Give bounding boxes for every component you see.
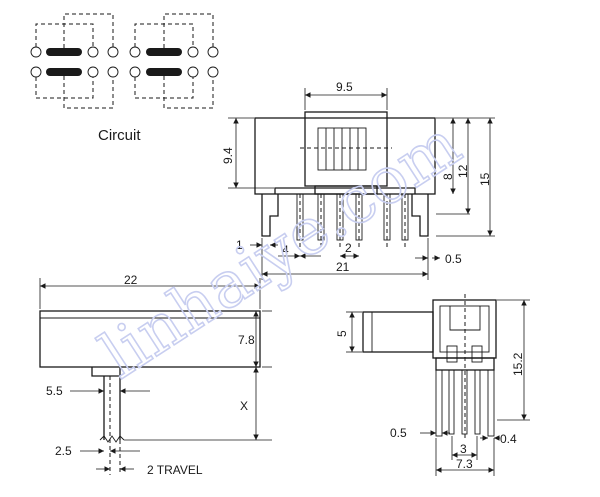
circuit-group-left: [30, 13, 119, 109]
circuit-group-right: [129, 13, 219, 109]
dim-pin-05: 0.5: [445, 252, 462, 266]
dim-knob-x: X: [240, 399, 248, 413]
dim-height-78: 7.8: [238, 333, 255, 347]
circuit-title: Circuit: [98, 127, 141, 144]
circuit-diagram: Circuit: [30, 13, 219, 144]
dim-knob-55: 5.5: [46, 384, 63, 398]
dim-travel: 2 TRAVEL: [147, 463, 203, 477]
dim-right-12: 12: [456, 164, 470, 178]
dim-side-5: 5: [335, 330, 349, 337]
dim-length-22: 22: [124, 273, 138, 287]
dim-side-3: 3: [460, 442, 467, 456]
side-view: 5 15.2 0.5 0.4 3 7.3: [335, 294, 530, 476]
dim-total-21: 21: [336, 260, 350, 274]
dim-right-15: 15: [478, 172, 492, 186]
dim-top-width: 9.5: [336, 80, 353, 94]
dim-right-8: 8: [441, 173, 455, 180]
top-view: 22 7.8 X 5.5 2.5 2 TRAVEL: [39, 273, 272, 477]
watermark-text: linhaiye.com: [88, 107, 473, 393]
dim-side-152: 15.2: [511, 352, 525, 376]
dim-left-height: 9.4: [221, 147, 235, 164]
front-view: 9.5 9.4 8 12 15 1 4 2 0.5 21: [221, 80, 495, 280]
dim-side-73: 7.3: [456, 457, 473, 471]
dim-pin-1: 1: [236, 238, 243, 252]
dim-side-05: 0.5: [390, 426, 407, 440]
dim-pin-2: 2: [345, 241, 352, 255]
dim-knob-25: 2.5: [55, 444, 72, 458]
dim-pin-4: 4: [282, 243, 289, 257]
front-pins: [296, 193, 409, 250]
dim-side-04: 0.4: [500, 432, 517, 446]
